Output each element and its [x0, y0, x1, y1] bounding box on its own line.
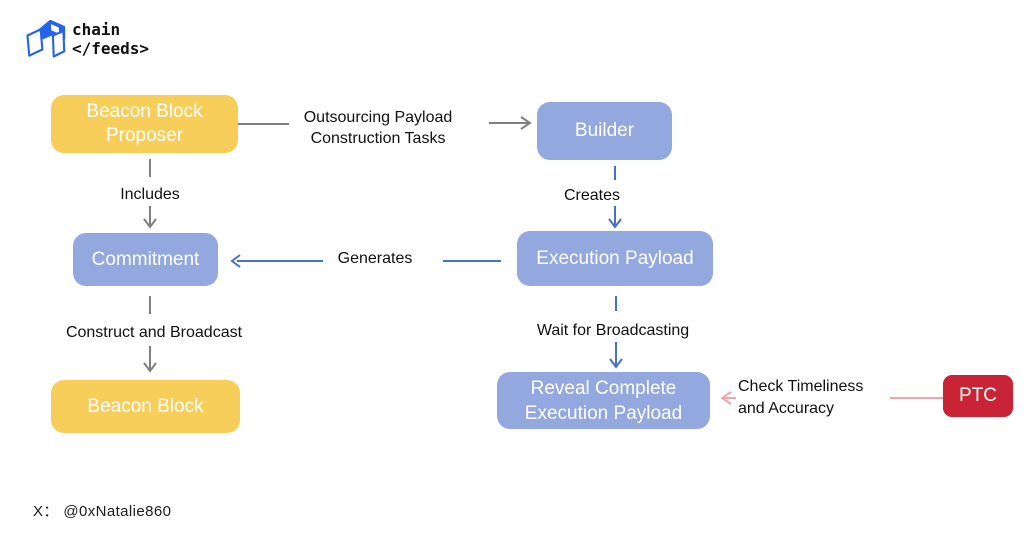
edge-label-creates: Creates [563, 187, 621, 204]
edge-label-wait-for-broadcasting: Wait for Broadcasting [536, 322, 690, 339]
node-execution-payload: Execution Payload [517, 231, 713, 286]
edge-execution-payload-to-commitment [230, 254, 501, 268]
edge-label-construct-and-broadcast: Construct and Broadcast [65, 324, 243, 341]
chainfeeds-logo: chain</feeds> [24, 16, 149, 62]
logo-wordmark: chain</feeds> [72, 20, 149, 58]
edge-execution-payload-to-reveal [609, 296, 623, 369]
logo-line2: </feeds> [72, 39, 150, 58]
logo-line1: chain [72, 20, 121, 39]
edge-label-outsourcing-payload: Outsourcing Payload Construction Tasks [303, 109, 453, 147]
chainfeeds-cube-icon [26, 19, 66, 58]
edge-label-check-timeliness: Check Timeliness and Accuracy [736, 376, 890, 420]
node-ptc: PTC [943, 375, 1013, 417]
node-commitment: Commitment [73, 233, 218, 286]
node-beacon-block-proposer: Beacon Block Proposer [51, 95, 238, 153]
credit-x-handle: X： @0xNatalie860 [33, 503, 172, 520]
edge-label-includes: Includes [120, 186, 180, 203]
node-builder: Builder [537, 102, 672, 160]
node-beacon-block: Beacon Block [51, 380, 240, 433]
edge-builder-to-execution-payload [608, 166, 622, 229]
node-reveal-complete-execution-payload: Reveal Complete Execution Payload [497, 372, 710, 429]
edge-proposer-to-commitment [143, 159, 157, 229]
edge-proposer-to-builder [238, 116, 532, 130]
edge-commitment-to-beacon-block [143, 296, 157, 373]
edge-label-generates: Generates [337, 250, 413, 267]
